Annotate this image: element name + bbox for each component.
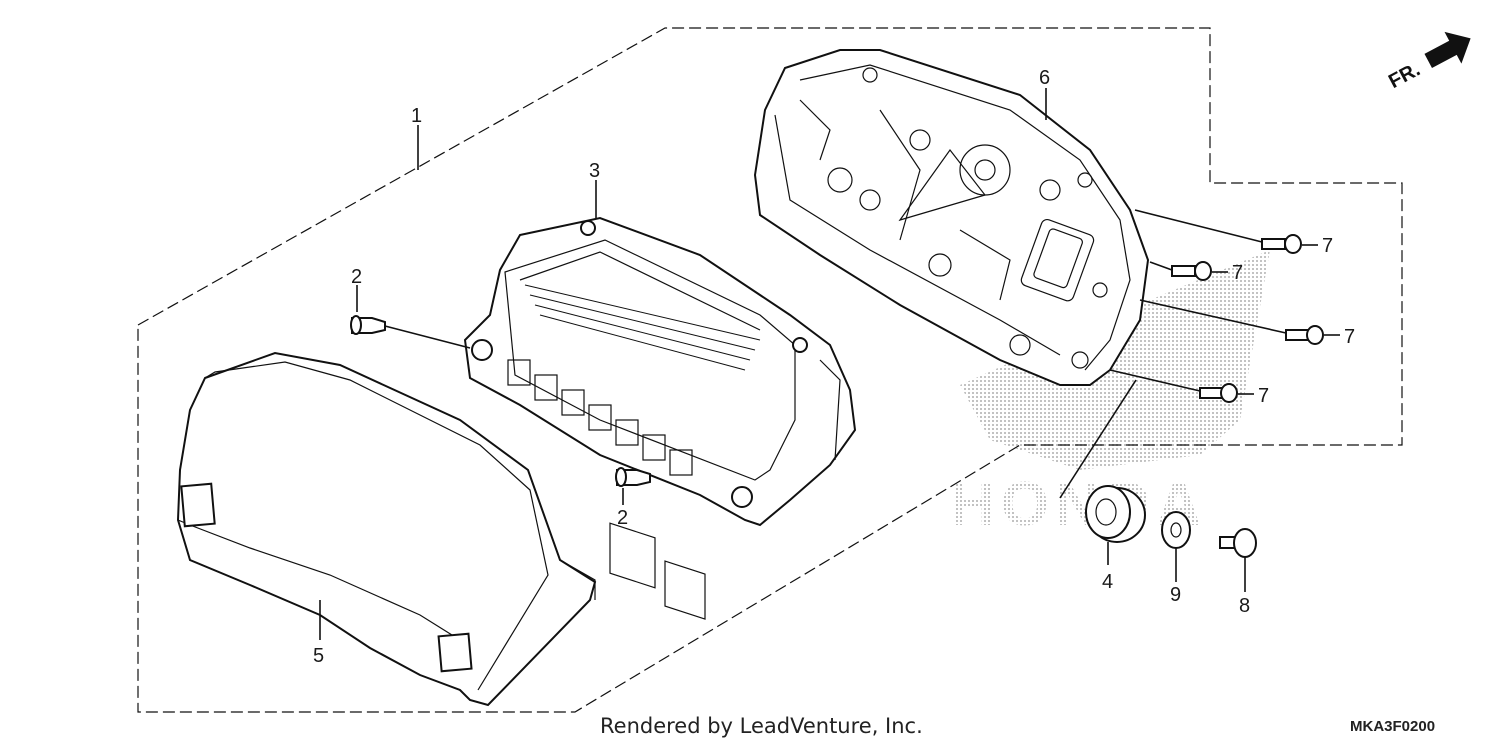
callout-7-b: 7: [1232, 262, 1243, 284]
front-direction-indicator: FR.: [1385, 31, 1471, 94]
callout-7-c: 7: [1344, 326, 1355, 348]
assembly-boundary: [137, 27, 1403, 713]
callout-6: 6: [1039, 67, 1050, 89]
callout-7-a: 7: [1322, 235, 1333, 257]
callout-labels: 1 2 2 3 4 5 6 7 7 7 7 8 9: [313, 67, 1355, 667]
part-3-meter-unit: [463, 216, 857, 620]
part-7-screws: [1171, 234, 1324, 403]
front-arrow-icon: [1424, 31, 1471, 69]
callout-5: 5: [313, 645, 324, 667]
callout-7-d: 7: [1258, 385, 1269, 407]
part-9-washer: [1161, 511, 1191, 549]
leader-lines: [319, 88, 1340, 640]
svg-text:HONDA: HONDA: [950, 470, 1207, 539]
callout-2-upper: 2: [351, 266, 362, 288]
callout-1: 1: [411, 105, 422, 127]
callout-9: 9: [1170, 584, 1181, 606]
part-2-screw-upper: [350, 315, 386, 335]
part-4-grommet: [1085, 485, 1146, 543]
diagram-code: MKA3F0200: [1350, 718, 1435, 735]
part-5-lens-cover: [176, 351, 597, 707]
part-6-rear-case: [753, 49, 1150, 386]
callout-4: 4: [1102, 571, 1113, 593]
callout-3: 3: [589, 160, 600, 182]
render-credit: Rendered by LeadVenture, Inc.: [600, 714, 923, 738]
front-direction-label: FR.: [1385, 59, 1424, 94]
part-8-bolt: [1219, 528, 1257, 558]
callout-8: 8: [1239, 595, 1250, 617]
part-2-screw-lower: [615, 467, 651, 487]
callout-2-lower: 2: [617, 507, 628, 529]
